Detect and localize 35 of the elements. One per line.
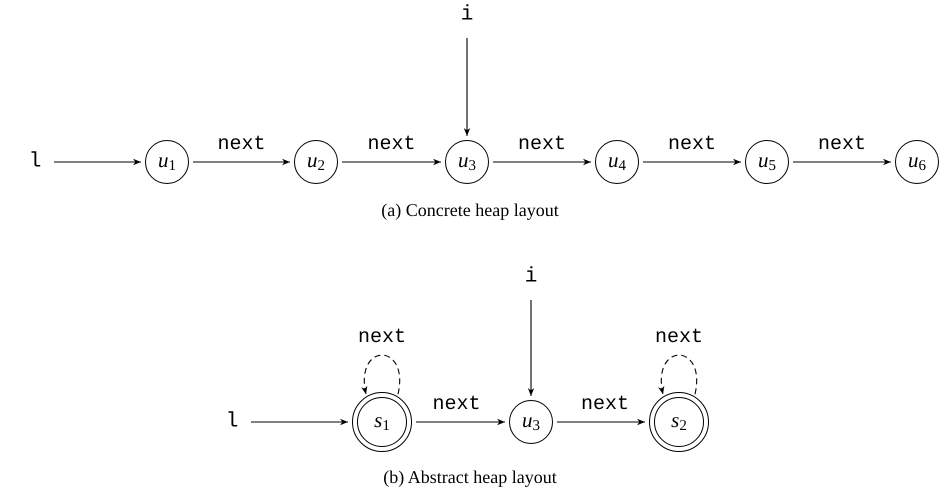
heap-node-circle: [745, 140, 789, 184]
dashed-self-loop-arrow: [362, 354, 400, 394]
dashed-self-loop-arrow: [658, 354, 698, 394]
subfigure-caption: (b) Abstract heap layout: [383, 468, 557, 488]
node-label: u$_{2}$: [307, 150, 325, 174]
arrow: [416, 418, 505, 426]
node-label: s$_{1}$: [374, 410, 390, 434]
node-label: u$_{3}$: [458, 150, 476, 174]
arrow: [193, 158, 290, 166]
node-label: u$_{1}$: [158, 150, 176, 174]
pointer-variable: i: [460, 4, 474, 26]
arrow: [557, 418, 645, 426]
node-label: s$_{2}$: [671, 410, 687, 434]
pointer-variable: i: [524, 266, 538, 288]
node-label: u$_{6}$: [908, 150, 926, 174]
arrow: [251, 418, 348, 426]
pointer-variable: l: [226, 412, 238, 432]
subfigure-caption: (a) Concrete heap layout: [381, 201, 559, 221]
arrow: [342, 158, 441, 166]
arrow: [793, 158, 891, 166]
pointer-variable: l: [28, 152, 42, 172]
heap-node-circle: [595, 140, 639, 184]
node-label: u$_{3}$: [522, 410, 540, 434]
heap-node-circle: [509, 400, 553, 444]
heap-node-circle: [294, 140, 338, 184]
heap-node-circle: [145, 140, 189, 184]
arrow: [464, 38, 470, 136]
arrow: [54, 158, 141, 166]
node-label: u$_{5}$: [758, 150, 776, 174]
heap-node-circle: [445, 140, 489, 184]
heap-node-circle: [895, 140, 939, 184]
node-label: u$_{4}$: [608, 150, 626, 174]
arrow: [528, 300, 534, 396]
arrow: [643, 158, 741, 166]
arrow: [493, 158, 591, 166]
